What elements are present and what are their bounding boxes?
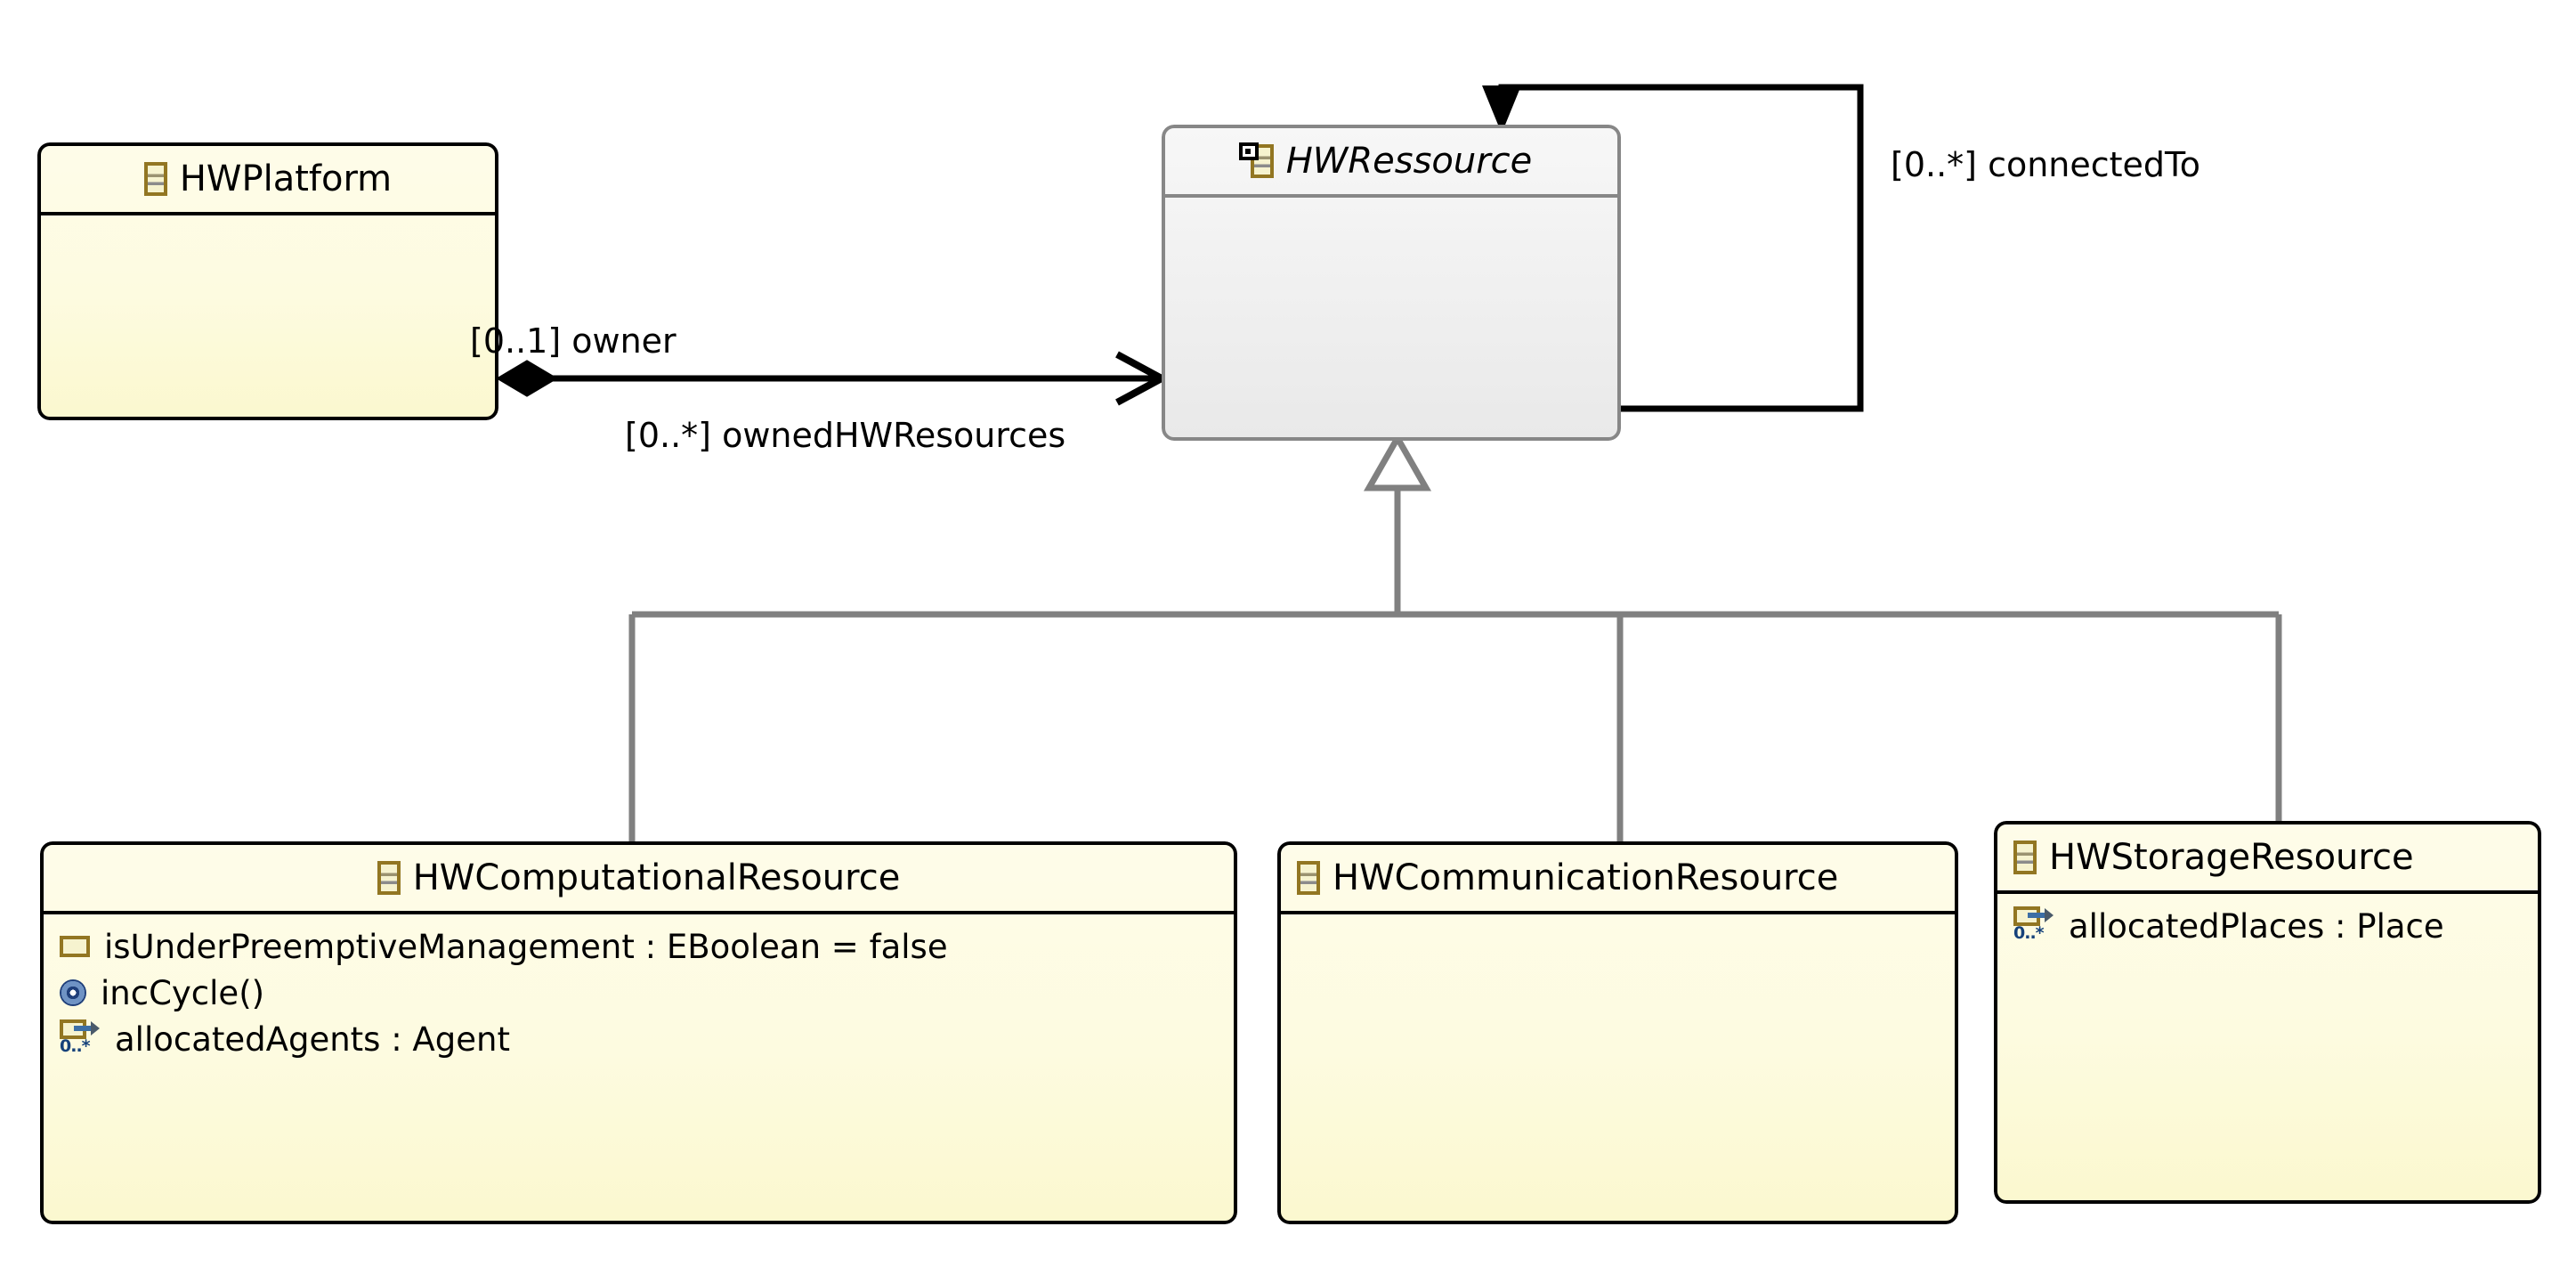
edge-label-connected-to: [0..*] connectedTo bbox=[1891, 145, 2201, 184]
class-box-hw-communication-resource[interactable]: HWCommunicationResource bbox=[1277, 841, 1958, 1224]
class-name: HWPlatform bbox=[179, 158, 393, 199]
compartment-divider bbox=[1165, 194, 1617, 198]
class-name: HWComputationalResource bbox=[412, 857, 901, 898]
attribute-icon bbox=[60, 936, 90, 957]
generalization-tree bbox=[628, 485, 2282, 844]
box-body: HWRessource bbox=[1162, 125, 1621, 441]
feature-label: allocatedPlaces : Place bbox=[2069, 906, 2444, 946]
eclass-icon bbox=[1297, 861, 1320, 895]
reference-multiplicity: 0..* bbox=[2013, 923, 2045, 943]
feature-compartment bbox=[1281, 914, 1955, 923]
class-title-bar: HWRessource bbox=[1165, 128, 1617, 194]
class-box-hw-ressource[interactable]: HWRessource bbox=[1162, 125, 1621, 441]
reference-icon: 0..* bbox=[60, 1019, 102, 1060]
aggregation-diamond bbox=[496, 360, 558, 397]
feature-compartment bbox=[1165, 198, 1617, 207]
feature-attribute[interactable]: isUnderPreemptiveManagement : EBoolean =… bbox=[44, 923, 1234, 970]
compartment-divider bbox=[1997, 890, 2538, 894]
compartment-divider bbox=[41, 212, 495, 215]
reference-arrow-glyph bbox=[74, 1021, 100, 1036]
compartment-divider bbox=[44, 911, 1234, 914]
class-box-hw-storage-resource[interactable]: HWStorageResource 0..* allocatedPlaces :… bbox=[1994, 821, 2541, 1204]
feature-reference[interactable]: 0..* allocatedAgents : Agent bbox=[44, 1016, 1234, 1062]
eclass-icon bbox=[2013, 841, 2037, 874]
class-name: HWCommunicationResource bbox=[1333, 857, 1839, 898]
reference-arrow-glyph bbox=[2028, 908, 2054, 922]
box-body: HWStorageResource 0..* allocatedPlaces :… bbox=[1994, 821, 2541, 1204]
box-body: HWComputationalResource isUnderPreemptiv… bbox=[40, 841, 1237, 1224]
feature-compartment bbox=[41, 215, 495, 224]
abstract-badge-icon bbox=[1238, 142, 1259, 160]
edge-label-owned-hw-resources: [0..*] ownedHWResources bbox=[625, 416, 1066, 455]
operation-icon bbox=[60, 979, 86, 1006]
feature-compartment: 0..* allocatedPlaces : Place bbox=[1997, 894, 2538, 949]
feature-compartment: isUnderPreemptiveManagement : EBoolean =… bbox=[44, 914, 1234, 1062]
feature-label: isUnderPreemptiveManagement : EBoolean =… bbox=[104, 927, 948, 966]
box-body: HWPlatform bbox=[37, 142, 498, 420]
class-name: HWRessource bbox=[1285, 141, 1533, 182]
class-title-bar: HWStorageResource bbox=[1997, 824, 2538, 890]
class-box-hw-computational-resource[interactable]: HWComputationalResource isUnderPreemptiv… bbox=[40, 841, 1237, 1224]
edge-label-owner: [0..1] owner bbox=[470, 321, 676, 361]
eclass-icon bbox=[143, 162, 167, 196]
feature-reference[interactable]: 0..* allocatedPlaces : Place bbox=[1997, 903, 2538, 949]
feature-operation[interactable]: incCycle() bbox=[44, 970, 1234, 1016]
aggregation-arrowhead bbox=[1115, 351, 1170, 406]
feature-label: allocatedAgents : Agent bbox=[115, 1019, 510, 1059]
reference-multiplicity: 0..* bbox=[60, 1036, 91, 1056]
class-title-bar: HWComputationalResource bbox=[44, 845, 1234, 911]
class-title-bar: HWPlatform bbox=[41, 146, 495, 212]
class-box-hw-platform[interactable]: HWPlatform bbox=[37, 142, 498, 420]
reference-icon: 0..* bbox=[2013, 906, 2056, 946]
feature-label: incCycle() bbox=[101, 973, 265, 1012]
eclass-icon bbox=[377, 861, 401, 895]
eclass-abstract-icon bbox=[1238, 142, 1274, 178]
generalization-arrowhead bbox=[1363, 431, 1432, 491]
compartment-divider bbox=[1281, 911, 1955, 914]
box-body: HWCommunicationResource bbox=[1277, 841, 1958, 1224]
class-name: HWStorageResource bbox=[2049, 837, 2414, 878]
class-title-bar: HWCommunicationResource bbox=[1281, 845, 1955, 911]
